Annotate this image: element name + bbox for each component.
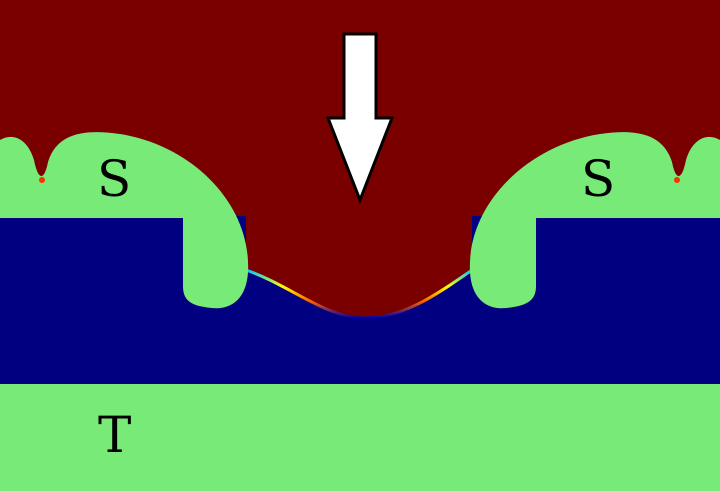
right-notch-spot [674, 177, 680, 183]
bottom-t-region [0, 384, 720, 491]
left-s-region [0, 132, 249, 309]
bottom-t-label: T [98, 406, 131, 464]
down-arrow-icon [325, 32, 395, 205]
left-notch-spot [39, 177, 45, 183]
left-s-label: S [97, 150, 131, 208]
trough-region [246, 216, 472, 318]
interface-line [245, 268, 473, 320]
right-s-label: S [581, 150, 615, 208]
right-s-region [469, 132, 720, 309]
